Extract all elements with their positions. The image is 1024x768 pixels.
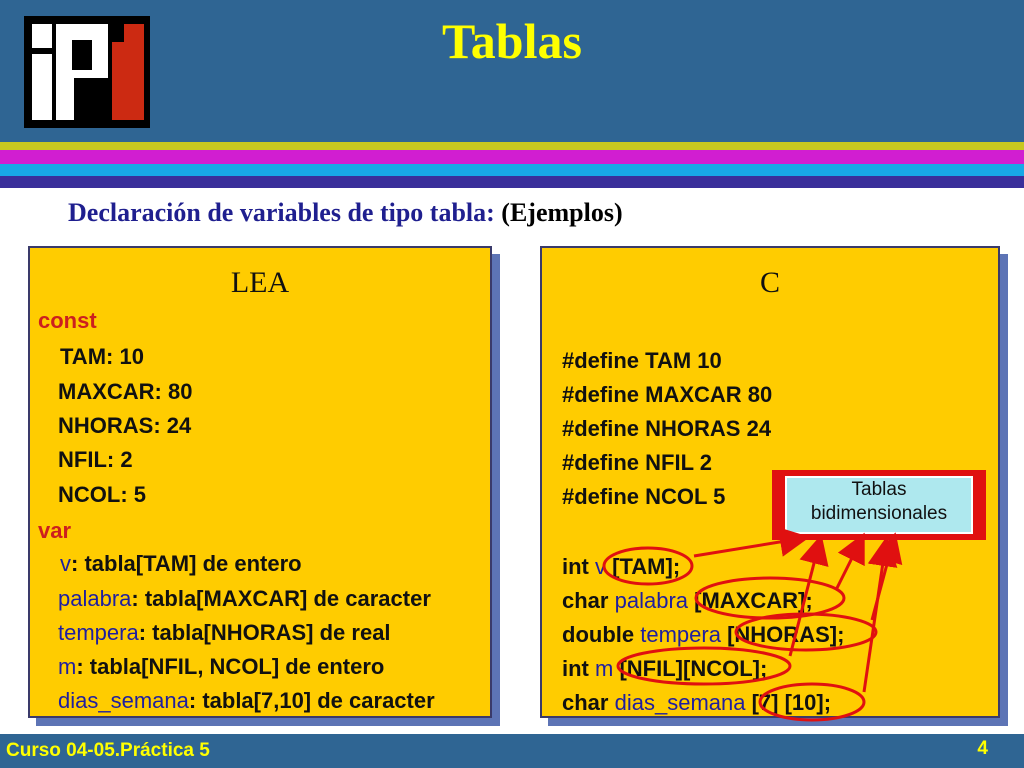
c-decl-line: int v [TAM]; [562,554,680,580]
footer-bar [0,734,1024,768]
lea-var-name: palabra [58,586,132,611]
c-decl-type: char [562,690,609,715]
c-decl-line: int m [NFIL][NCOL]; [562,656,767,682]
lea-var-line: m: tabla[NFIL, NCOL] de entero [58,654,384,680]
lea-var-name: dias_semana [58,688,189,713]
tablas-callout: Tablas bidimensionales [772,470,986,540]
lea-var-line: tempera: tabla[NHORAS] de real [58,620,391,646]
lea-panel: LEA const TAM: 10 MAXCAR: 80 NHORAS: 24 … [28,246,492,718]
lea-var-line: palabra: tabla[MAXCAR] de caracter [58,586,431,612]
slide-title: Tablas [442,13,582,69]
c-decl-dims: [TAM]; [612,554,681,579]
lea-var-line: dias_semana: tabla[7,10] de caracter [58,688,435,714]
c-define-line: #define NHORAS 24 [562,416,772,441]
ip1-logo [24,16,150,128]
lea-var-decl: : tabla[NHORAS] de real [138,620,391,645]
lea-var-name: tempera [58,620,139,645]
c-decl-name: palabra [614,588,688,613]
c-decl-type: int [562,554,589,579]
c-decl-line: char palabra [MAXCAR]; [562,588,813,614]
c-define-line: #define MAXCAR 80 [562,382,773,407]
logo-p-notch [74,78,108,120]
subtitle-extra: (Ejemplos) [501,198,623,227]
c-decl-name: v [595,554,607,579]
lea-const-keyword: const [38,308,97,333]
section-subtitle: Declaración de variables de tipo tabla: … [68,198,623,228]
lea-var-decl: : tabla[NFIL, NCOL] de entero [76,654,385,679]
logo-i-stem [32,54,52,120]
c-define-line: #define NFIL 2 [562,450,712,475]
callout-line-2: bidimensionales [810,503,948,524]
lea-const-line: NFIL: 2 [58,447,133,472]
logo-p-hole [72,40,92,70]
c-decl-type: char [562,588,609,613]
subtitle-main: Declaración de variables de tipo tabla: [68,198,495,227]
c-decl-dims: [7] [10]; [751,690,832,715]
lea-var-decl: : tabla[MAXCAR] de caracter [131,586,431,611]
lea-var-keyword: var [38,518,72,543]
header-bar [0,0,1024,142]
c-decl-dims: [NHORAS]; [727,622,845,647]
logo-i-dot [32,24,52,48]
c-decl-type: double [562,622,635,647]
lea-const-line: MAXCAR: 80 [58,379,193,404]
stripe-magenta [0,150,1024,164]
lea-var-decl: : tabla[7,10] de caracter [188,688,435,713]
c-define-line: #define NCOL 5 [562,484,726,509]
lea-panel-title: LEA [230,266,290,299]
c-decl-type: int [562,656,589,681]
stripe-olive [0,142,1024,150]
c-decl-name: tempera [640,622,721,647]
lea-const-line: TAM: 10 [60,344,144,369]
lea-var-line: v: tabla[TAM] de entero [60,551,302,577]
lea-const-line: NCOL: 5 [58,482,146,507]
footer-course: Curso 04-05.Práctica 5 [6,740,210,761]
lea-var-name: m [58,654,77,679]
callout-line-1: Tablas [851,479,907,500]
stripe-indigo [0,176,1024,188]
lea-var-name: v [60,551,71,576]
c-decl-name: m [595,656,614,681]
logo-one-notch [112,24,124,42]
footer-page-number: 4 [977,738,988,759]
c-panel-title: C [759,266,780,299]
stripe-cyan [0,164,1024,176]
c-decl-name: dias_semana [614,690,746,715]
lea-const-line: NHORAS: 24 [58,413,192,438]
c-define-line: #define TAM 10 [562,348,722,373]
lea-var-decl: : tabla[TAM] de entero [71,551,302,576]
tablas-callout-inner: Tablas bidimensionales [785,476,973,534]
c-decl-dims: [NFIL][NCOL]; [619,656,768,681]
c-decl-line: char dias_semana [7] [10]; [562,690,831,716]
c-decl-line: double tempera [NHORAS]; [562,622,844,648]
c-decl-dims: [MAXCAR]; [694,588,813,613]
